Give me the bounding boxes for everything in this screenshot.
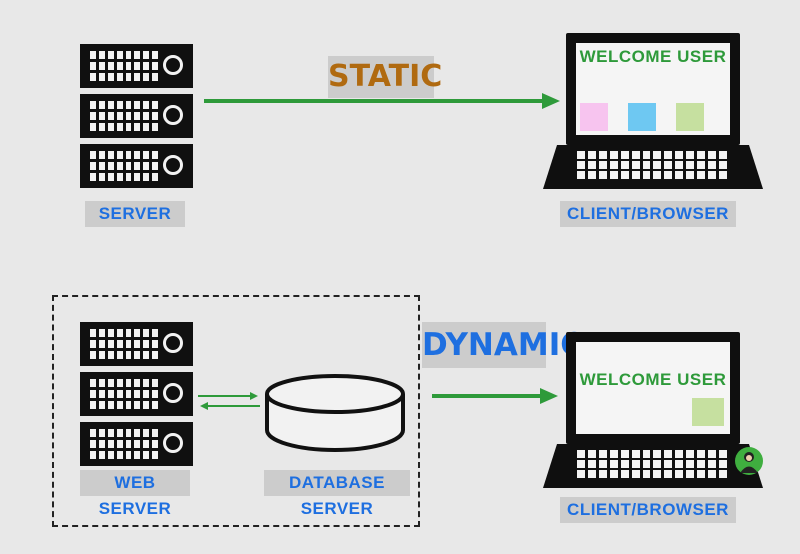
server-unit-icon <box>80 94 193 138</box>
dynamic-welcome-text: WELCOME USER <box>579 370 727 389</box>
web-server-label: WEB SERVER <box>80 470 190 518</box>
static-welcome-text: WELCOME USER <box>579 47 727 66</box>
dynamic-title: DYNAMIC <box>422 322 583 368</box>
web-server-stack <box>80 322 193 468</box>
green-swatch <box>692 398 724 426</box>
server-unit-icon <box>80 422 193 466</box>
server-unit-icon <box>80 144 193 188</box>
blue-swatch <box>628 103 656 131</box>
static-arrow <box>204 93 560 109</box>
server-label: SERVER <box>85 201 185 227</box>
static-laptop-icon: WELCOME USER <box>543 33 763 193</box>
bidirectional-arrows <box>198 392 260 410</box>
database-cylinder-icon <box>265 374 405 452</box>
static-server-stack <box>80 44 193 190</box>
dynamic-arrow <box>432 388 558 404</box>
author-avatar <box>735 447 763 475</box>
server-unit-icon <box>80 44 193 88</box>
dynamic-server-group <box>52 295 420 527</box>
dynamic-client-label: CLIENT/BROWSER <box>560 497 736 523</box>
green-swatch <box>676 103 704 131</box>
server-unit-icon <box>80 322 193 366</box>
pink-swatch <box>580 103 608 131</box>
static-client-label: CLIENT/BROWSER <box>560 201 736 227</box>
dynamic-laptop-icon: WELCOME USER <box>543 332 763 492</box>
server-unit-icon <box>80 372 193 416</box>
database-label: DATABASE SERVER <box>264 470 410 518</box>
static-title: STATIC <box>328 56 442 98</box>
